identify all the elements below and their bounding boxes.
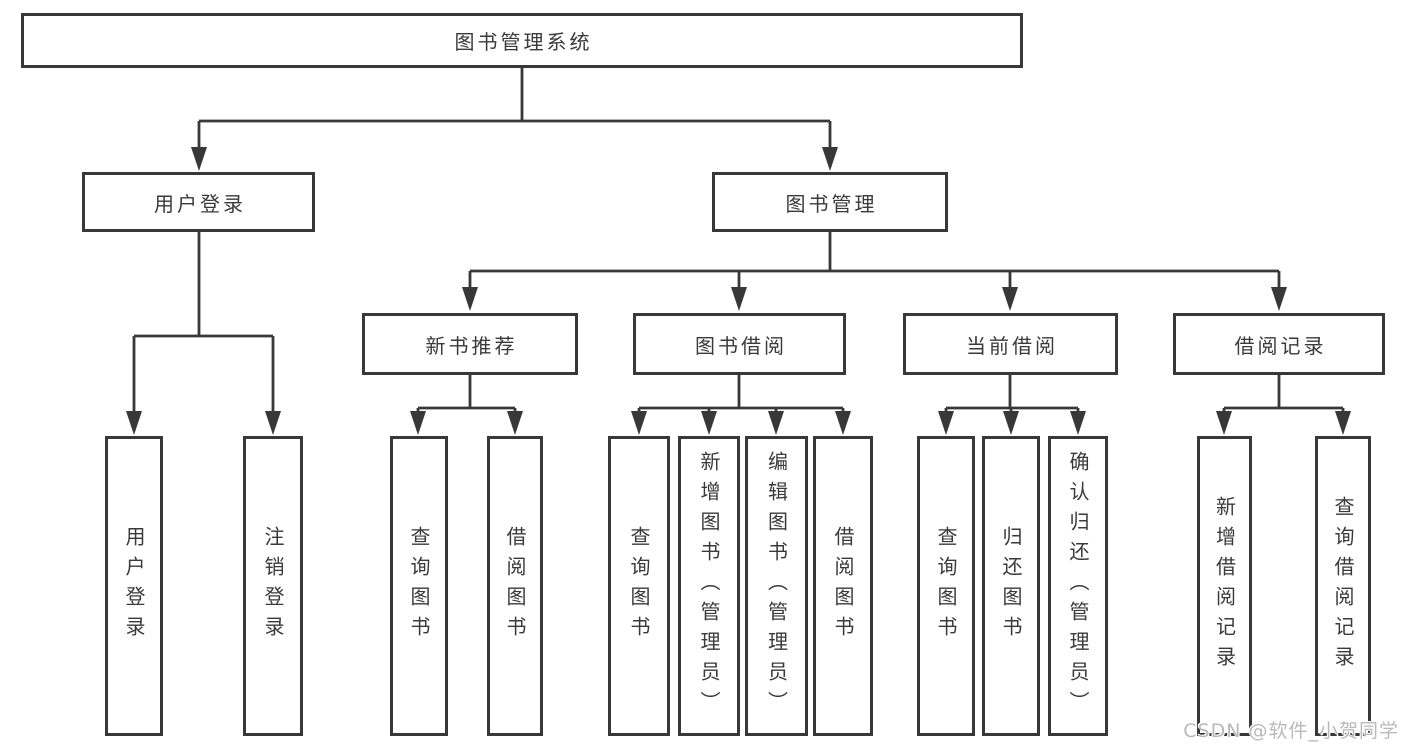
leaf-label: 新增图书（管理员） [697, 451, 721, 721]
leaf-confirm-return-admin: 确认归还（管理员） [1048, 436, 1108, 736]
leaf-query-books-borrow: 查询图书 [608, 436, 670, 736]
leaf-add-borrow-record: 新增借阅记录 [1197, 436, 1252, 736]
leaf-query-books-current: 查询图书 [917, 436, 975, 736]
node-current-borrow: 当前借阅 [903, 313, 1118, 375]
arrow-down-icon [822, 147, 838, 171]
arrow-down-icon [265, 411, 281, 435]
leaf-label: 查询图书 [407, 526, 431, 646]
leaf-borrow-books-recommend: 借阅图书 [487, 436, 543, 736]
arrow-down-icon [731, 287, 747, 311]
leaf-label: 查询借阅记录 [1331, 496, 1355, 676]
arrow-down-icon [1216, 411, 1232, 435]
node-book-management: 图书管理 [712, 172, 948, 232]
leaf-label: 新增借阅记录 [1212, 496, 1237, 676]
leaf-logout: 注销登录 [243, 436, 303, 736]
arrow-down-icon [1335, 411, 1351, 435]
leaf-label: 借阅图书 [503, 526, 527, 646]
leaf-label: 编辑图书（管理员） [764, 451, 789, 721]
leaf-label: 借阅图书 [831, 526, 855, 646]
arrow-down-icon [191, 147, 207, 171]
arrow-down-icon [938, 411, 954, 435]
leaf-add-books-admin: 新增图书（管理员） [678, 436, 740, 736]
arrow-down-icon [631, 411, 647, 435]
watermark: CSDN @软件_小贺同学 [1183, 720, 1399, 742]
leaf-return-books: 归还图书 [982, 436, 1040, 736]
leaf-query-borrow-record: 查询借阅记录 [1315, 436, 1371, 736]
node-root: 图书管理系统 [21, 13, 1023, 68]
arrow-down-icon [701, 411, 717, 435]
node-new-book-recommend: 新书推荐 [362, 313, 578, 375]
leaf-label: 查询图书 [934, 526, 958, 646]
leaf-label: 查询图书 [627, 526, 651, 646]
arrow-down-icon [1002, 287, 1018, 311]
leaf-label: 归还图书 [999, 526, 1023, 646]
arrow-down-icon [410, 411, 426, 435]
leaf-label: 注销登录 [261, 526, 285, 646]
node-borrow-records: 借阅记录 [1173, 313, 1385, 375]
arrow-down-icon [126, 411, 142, 435]
leaf-label: 确认归还（管理员） [1066, 451, 1090, 721]
arrow-down-icon [1003, 411, 1019, 435]
leaf-user-login: 用户登录 [105, 436, 163, 736]
arrow-down-icon [462, 287, 478, 311]
arrow-down-icon [1070, 411, 1086, 435]
node-user-login: 用户登录 [82, 172, 315, 232]
node-book-borrow: 图书借阅 [633, 313, 846, 375]
arrow-down-icon [768, 411, 784, 435]
arrow-down-icon [507, 411, 523, 435]
leaf-borrow-books: 借阅图书 [813, 436, 873, 736]
arrow-down-icon [1271, 287, 1287, 311]
leaf-label: 用户登录 [122, 526, 146, 646]
leaf-query-books-recommend: 查询图书 [390, 436, 448, 736]
arrow-down-icon [835, 411, 851, 435]
leaf-edit-books-admin: 编辑图书（管理员） [745, 436, 808, 736]
